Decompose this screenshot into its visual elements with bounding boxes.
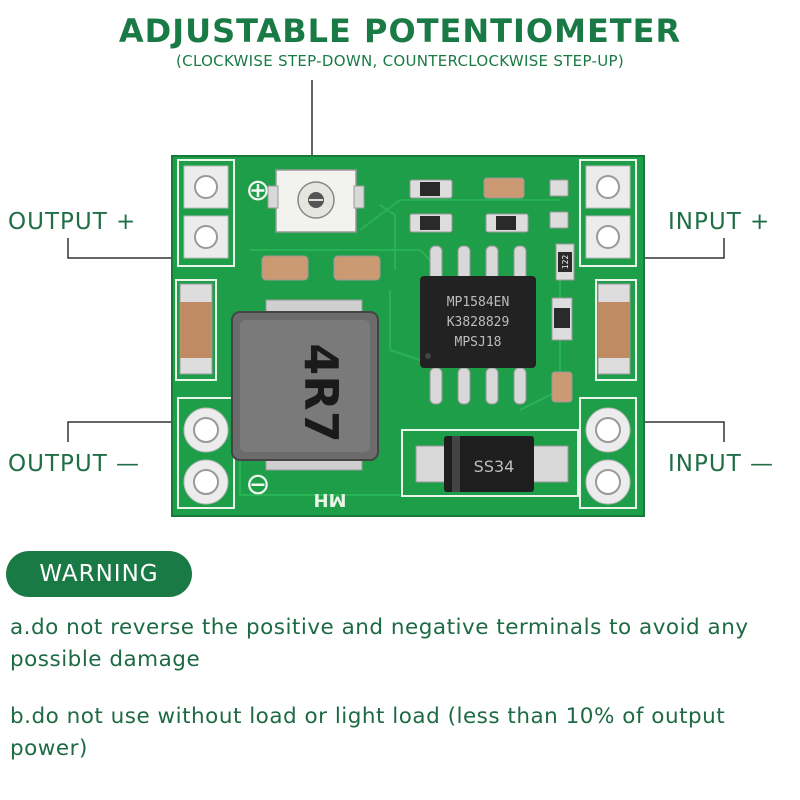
warning-note-a: a.do not reverse the positive and negati… [10, 615, 749, 672]
warning-note-b: b.do not use without load or light load … [10, 704, 726, 761]
smd-components: 122 [261, 177, 575, 403]
page-title: ADJUSTABLE POTENTIOMETER [118, 12, 682, 50]
input-minus-label: INPUT — [668, 451, 775, 477]
output-plus-pads [183, 165, 229, 259]
warning-badge: WARNING [6, 551, 192, 597]
plus-symbol: ⊕ [245, 173, 270, 208]
buck-converter-board: ⊕ ⊖ 122 [67, 80, 725, 517]
input-plus-leader-line [618, 238, 725, 259]
output-plus-leader-line [67, 238, 178, 259]
input-plus-pads [585, 165, 631, 259]
output-minus-pads [183, 407, 229, 505]
inductor-marking: 4R7 [294, 343, 348, 442]
diode-marking: SS34 [474, 457, 515, 476]
input-plus-label: INPUT + [668, 209, 771, 235]
terminal-pads [183, 165, 631, 505]
potentiometer[interactable] [267, 169, 365, 233]
page-subtitle: (CLOCKWISE STEP-DOWN, COUNTERCLOCKWISE S… [176, 52, 624, 70]
inductor: 4R7 [231, 299, 379, 471]
ic-line-1: MP1584EN [447, 295, 510, 310]
input-minus-leader-line [618, 421, 725, 442]
ic-line-2: K3828829 [447, 315, 510, 330]
ic-line-3: MPSJ18 [455, 335, 502, 350]
output-minus-leader-line [67, 421, 178, 442]
diode: SS34 [415, 436, 569, 492]
resistor-marking: 122 [561, 255, 570, 270]
side-capacitors [179, 283, 631, 375]
input-minus-pads [585, 407, 631, 505]
output-plus-label: OUTPUT + [8, 209, 137, 235]
output-minus-label: OUTPUT — [8, 451, 141, 477]
module-illustration: ⊕ ⊖ 122 [67, 80, 725, 517]
minus-symbol: ⊖ [245, 467, 270, 502]
ic-chip: MP1584EN K3828829 MPSJ18 [420, 245, 536, 405]
silkscreen-text: MH [314, 489, 347, 510]
